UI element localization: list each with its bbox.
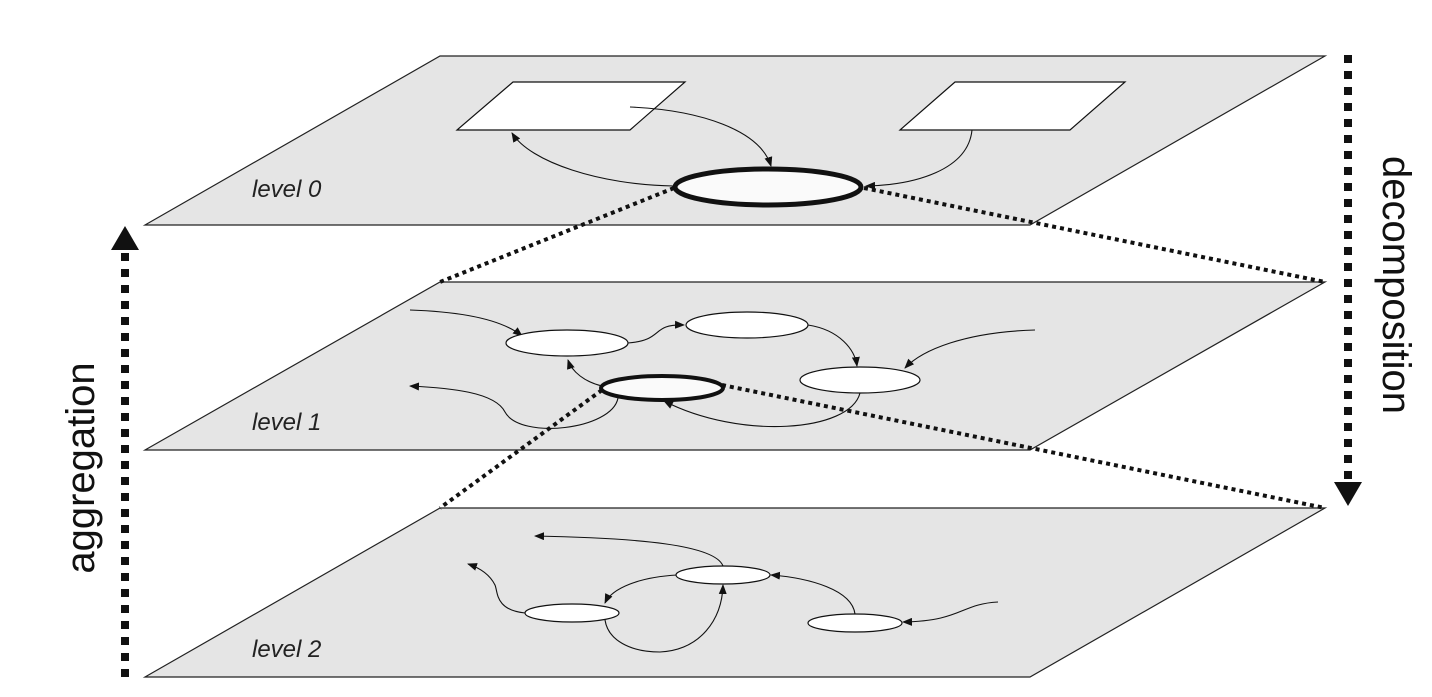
projection-lines	[438, 186, 1326, 510]
level-2-edge	[770, 571, 856, 615]
projection-line	[721, 383, 1326, 510]
level-2-edge	[467, 563, 526, 614]
level-0-edge	[865, 129, 973, 190]
aggregation-label: aggregation	[59, 362, 103, 573]
level-2-process-e	[524, 603, 620, 623]
projection-line	[439, 186, 675, 284]
level-0-focus-process	[672, 166, 864, 208]
level-1-edge	[663, 392, 861, 428]
level-2-edge	[534, 532, 724, 567]
level-1-edge	[627, 320, 685, 344]
level-0-right-store	[898, 81, 1127, 131]
level-2-process-d	[675, 565, 771, 585]
decomposition-label: decomposition	[1374, 156, 1418, 414]
level-0-left-store	[455, 81, 687, 131]
decomposition-arrow: decomposition	[1334, 55, 1418, 506]
level-1-plane: level 1	[142, 281, 1328, 451]
projection-line	[438, 388, 604, 510]
level-1-edge	[409, 382, 619, 429]
level-2-edge	[902, 601, 999, 626]
level-0-label: level 0	[252, 176, 322, 203]
level-0-edge	[629, 106, 773, 167]
level-1-edge	[807, 324, 860, 367]
arrow-up-icon	[111, 226, 139, 250]
level-1-edge	[409, 309, 523, 337]
level-2-plane: level 2	[142, 507, 1328, 678]
aggregation-arrow: aggregation	[59, 226, 139, 677]
level-2-edge	[604, 584, 727, 653]
projection-line	[863, 186, 1326, 284]
level-1-process-c	[799, 366, 921, 394]
level-1-focus-process	[599, 374, 725, 402]
level-1-label: level 1	[252, 409, 321, 436]
arrow-down-icon	[1334, 482, 1362, 506]
level-1-edge	[904, 329, 1036, 369]
level-1-edge	[567, 359, 603, 387]
level-2-process-f	[807, 613, 903, 633]
level-0-edge	[511, 132, 675, 187]
level-2-edge	[604, 574, 678, 604]
level-0-plane: level 0	[142, 55, 1328, 226]
level-1-process-b	[685, 311, 809, 339]
level-1-process-a	[505, 329, 629, 357]
level-2-label: level 2	[252, 636, 321, 663]
